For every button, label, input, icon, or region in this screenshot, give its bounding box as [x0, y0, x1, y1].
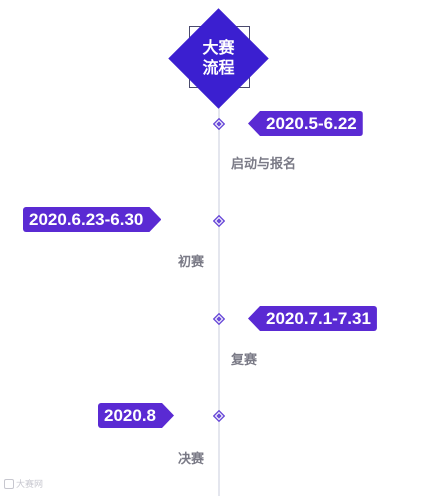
- stage-node-diamond-icon: [213, 215, 225, 227]
- stage-date-tag: 2020.8: [98, 403, 174, 428]
- page-title: 大赛 流程: [183, 23, 254, 94]
- stage-node-diamond-icon: [213, 118, 225, 130]
- stage-label: 复赛: [231, 352, 258, 367]
- page-title-line1: 大赛: [202, 39, 235, 57]
- stage-label: 决赛: [178, 451, 205, 466]
- stage-label: 初赛: [178, 254, 205, 269]
- stage-node-diamond-icon: [213, 313, 225, 325]
- timeline-spine: [218, 95, 220, 496]
- page-title-line2: 流程: [202, 59, 235, 77]
- stage-date-tag: 2020.5-6.22: [248, 111, 363, 136]
- watermark-text: 大赛网: [16, 479, 44, 489]
- watermark: 大赛网: [4, 478, 43, 490]
- stage-label: 启动与报名: [231, 156, 297, 171]
- stage-date-tag: 2020.6.23-6.30: [23, 207, 161, 232]
- watermark-logo-icon: [4, 479, 14, 489]
- stage-node-diamond-icon: [213, 410, 225, 422]
- stage-date-tag: 2020.7.1-7.31: [248, 306, 377, 331]
